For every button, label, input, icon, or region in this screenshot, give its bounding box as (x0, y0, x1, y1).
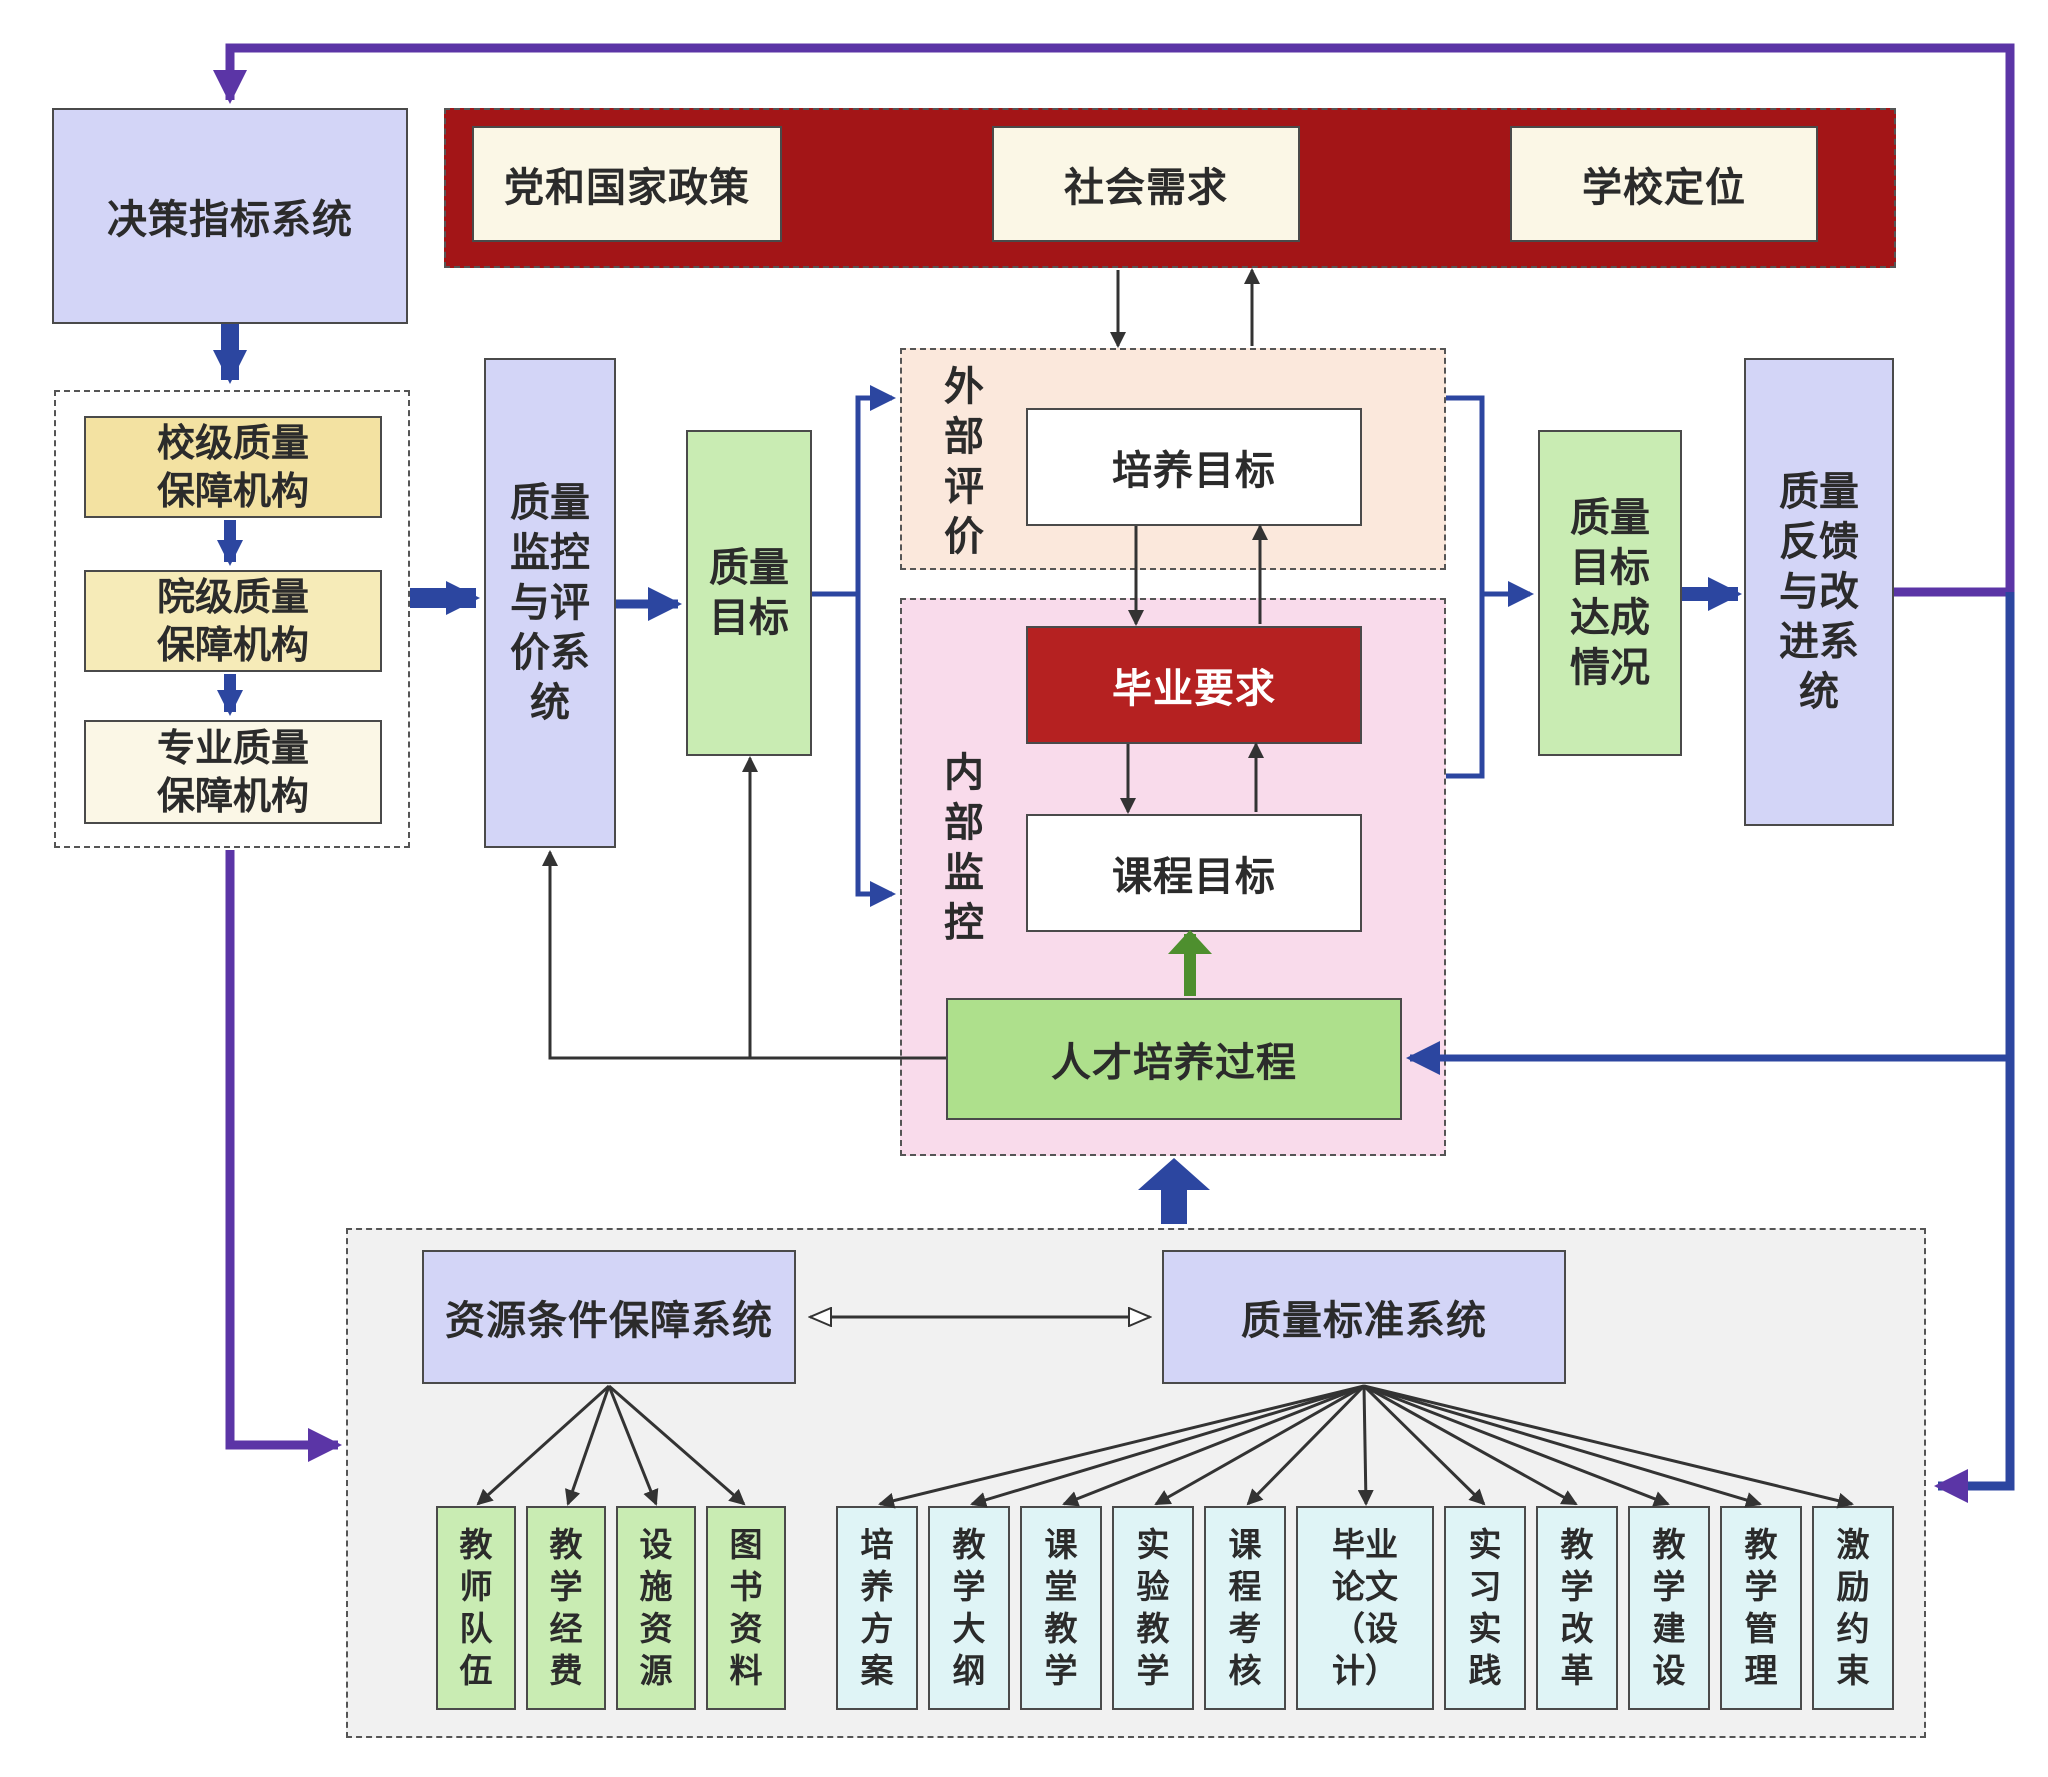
graduation-requirement-box: 毕业要求 (1026, 626, 1362, 744)
resource-item-library: 图书资料 (706, 1506, 786, 1710)
major-institution-box: 专业质量保障机构 (84, 720, 382, 824)
standard-system-box: 质量标准系统 (1162, 1250, 1566, 1384)
school-institution-box: 校级质量保障机构 (84, 416, 382, 518)
standard-item-incentive: 激励约束 (1812, 1506, 1894, 1710)
college-institution-box: 院级质量保障机构 (84, 570, 382, 672)
course-goal-box: 课程目标 (1026, 814, 1362, 932)
feedback-system-box: 质量反馈与改进系统 (1744, 358, 1894, 826)
resource-item-teachers: 教师队伍 (436, 1506, 516, 1710)
school-position-box: 学校定位 (1510, 126, 1818, 242)
standard-item-syllabus: 教学大纲 (928, 1506, 1010, 1710)
social-demand-box: 社会需求 (992, 126, 1300, 242)
quality-goal-box: 质量目标 (686, 430, 812, 756)
standard-item-training-plan: 培养方案 (836, 1506, 918, 1710)
standard-item-reform: 教学改革 (1536, 1506, 1618, 1710)
standard-item-construction: 教学建设 (1628, 1506, 1710, 1710)
resource-system-box: 资源条件保障系统 (422, 1250, 796, 1384)
policy-box: 党和国家政策 (472, 126, 782, 242)
standard-item-assessment: 课程考核 (1204, 1506, 1286, 1710)
standard-item-experiment: 实验教学 (1112, 1506, 1194, 1710)
training-goal-box: 培养目标 (1026, 408, 1362, 526)
monitor-system-box: 质量监控与评价系统 (484, 358, 616, 848)
internal-monitor-label: 内部监控 (944, 750, 984, 946)
external-eval-label: 外部评价 (944, 364, 984, 560)
standard-item-classroom: 课堂教学 (1020, 1506, 1102, 1710)
resource-item-funding: 教学经费 (526, 1506, 606, 1710)
achievement-box: 质量目标达成情况 (1538, 430, 1682, 756)
standard-item-internship: 实习实践 (1444, 1506, 1526, 1710)
standard-item-thesis: 毕业论文（设计） (1296, 1506, 1434, 1710)
training-process-box: 人才培养过程 (946, 998, 1402, 1120)
resource-item-facilities: 设施资源 (616, 1506, 696, 1710)
decision-system-box: 决策指标系统 (52, 108, 408, 324)
